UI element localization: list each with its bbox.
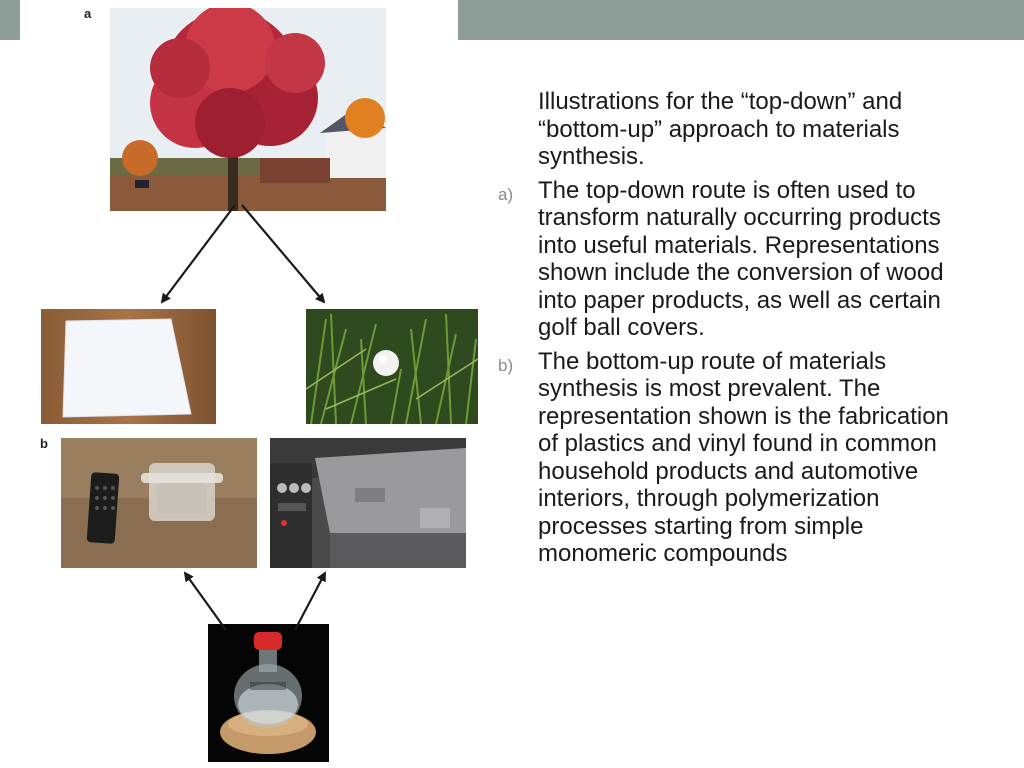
paper-photo [41, 309, 216, 424]
panel-label-a: a [84, 6, 92, 21]
car-interior-photo [270, 438, 466, 568]
arrow-flask-to-car [294, 571, 326, 631]
golf-ball-photo [306, 309, 478, 424]
header-band-right [458, 0, 1024, 40]
tree-photo [110, 8, 386, 211]
list-item-b: b) The bottom-up route of materials synt… [495, 348, 975, 568]
header-band-left [0, 0, 20, 40]
arrow-flask-to-household [183, 571, 227, 631]
list-text-a: The top-down route is often used to tran… [538, 176, 944, 342]
panel-label-b: b [40, 436, 48, 451]
synthesis-figure: a [20, 0, 478, 768]
monomer-flask-photo [208, 624, 329, 762]
list-marker-a: a) [498, 184, 514, 204]
intro-paragraph: Illustrations for the “top-down” and “bo… [538, 88, 903, 170]
slide-text: Illustrations for the “top-down” and “bo… [495, 88, 975, 574]
arrow-tree-to-golf-ball [241, 204, 326, 304]
list-marker-b: b) [498, 355, 514, 375]
list-item-a: a) The top-down route is often used to t… [495, 177, 975, 342]
household-plastics-photo [61, 438, 257, 568]
list-text-b: The bottom-up route of materials synthes… [538, 347, 949, 568]
arrow-tree-to-paper [160, 204, 236, 304]
